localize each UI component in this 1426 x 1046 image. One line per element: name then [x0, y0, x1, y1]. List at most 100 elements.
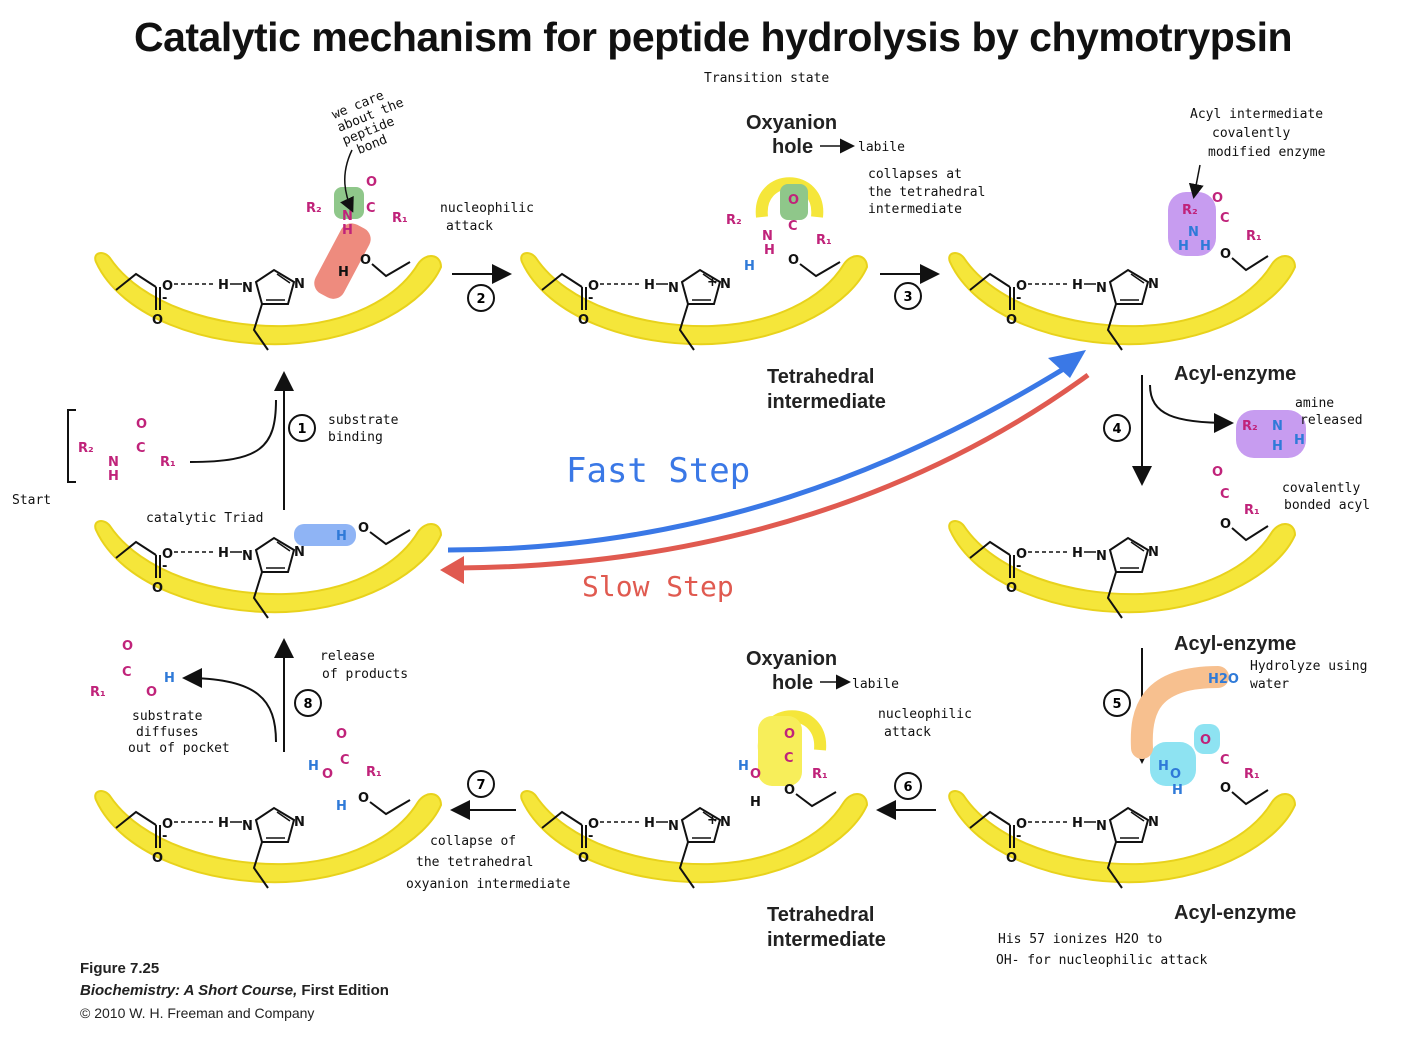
svg-text:R₂: R₂: [306, 201, 322, 216]
svg-text:H: H: [1172, 783, 1183, 798]
we-care-note: we care about the peptide bond: [330, 88, 406, 158]
nucleophilic-attack-1-line1: nucleophilic: [440, 201, 534, 216]
step-circle-4: 4: [1103, 414, 1131, 442]
svg-text:C: C: [1220, 487, 1230, 502]
svg-text:H: H: [342, 223, 353, 238]
svg-text:O: O: [122, 639, 133, 654]
his57-line1: His 57 ionizes H2O to: [998, 932, 1162, 947]
svg-text:C: C: [340, 753, 350, 768]
svg-text:7: 7: [476, 778, 485, 793]
svg-text:C: C: [1220, 211, 1230, 226]
step-circle-6: 6: [894, 772, 922, 800]
svg-text:R₁: R₁: [392, 211, 408, 226]
panel-acyl-enzyme-2: O C R₁ O: [948, 465, 1296, 619]
svg-text:H: H: [164, 671, 175, 686]
svg-text:R₁: R₁: [90, 685, 106, 700]
svg-text:C: C: [1220, 753, 1230, 768]
svg-text:O: O: [1220, 781, 1231, 796]
svg-text:H: H: [336, 799, 347, 814]
covalently-bonded-line1: covalently: [1282, 481, 1360, 496]
svg-text:4: 4: [1112, 422, 1121, 437]
svg-text:6: 6: [903, 780, 912, 795]
substrate-diffuses-line2: diffuses: [136, 725, 199, 740]
svg-text:C: C: [122, 665, 132, 680]
svg-text:O: O: [1220, 247, 1231, 262]
svg-text:R₂: R₂: [1182, 203, 1198, 218]
svg-text:1: 1: [297, 422, 306, 437]
step-circle-7: 7: [467, 770, 495, 798]
svg-text:C: C: [136, 441, 146, 456]
substrate-diffuses-line3: out of pocket: [128, 741, 230, 756]
svg-text:C: C: [788, 219, 798, 234]
svg-text:H: H: [1272, 439, 1283, 454]
fast-step-label: Fast Step: [566, 451, 750, 491]
hydrolyze-line2: water: [1250, 677, 1289, 692]
svg-text:N: N: [1188, 225, 1199, 240]
panel-tetrahedral-2: + H H O C O R₁ O: [520, 710, 868, 889]
nucleophilic-attack-2-line2: attack: [884, 725, 931, 740]
svg-text:H: H: [1294, 433, 1305, 448]
svg-text:O: O: [146, 685, 157, 700]
svg-text:3: 3: [903, 290, 912, 305]
svg-text:H: H: [1158, 759, 1169, 774]
release-products-line1: release: [320, 649, 375, 664]
svg-text:H: H: [764, 243, 775, 258]
transition-state-note: Transition state: [704, 71, 829, 86]
svg-text:O: O: [336, 727, 347, 742]
tetrahedral-1-line1: Tetrahedral: [767, 366, 874, 388]
amine-released-line1: amine: [1295, 396, 1334, 411]
catalytic-triad-note: catalytic Triad: [146, 511, 263, 526]
labile-1: labile: [858, 140, 905, 155]
free-substrate: R₂ N H C O R₁: [67, 409, 176, 484]
figure-credit: Figure 7.25 Biochemistry: A Short Course…: [80, 958, 389, 1024]
svg-text:O: O: [136, 417, 147, 432]
svg-text:O: O: [788, 253, 799, 268]
water-entry: [1130, 666, 1229, 759]
step-circle-1: 1: [288, 414, 316, 442]
nucleophilic-attack-2-line1: nucleophilic: [878, 707, 972, 722]
fast-step-arrow: [447, 362, 1072, 553]
acyl-intermediate-line1: Acyl intermediate: [1190, 107, 1323, 122]
step-circle-2: 2: [467, 284, 495, 312]
covalently-bonded-line2: bonded acyl: [1284, 498, 1370, 513]
water-label: H2O: [1208, 672, 1239, 687]
svg-text:O: O: [1170, 767, 1181, 782]
svg-text:O: O: [358, 521, 369, 536]
acyl-enzyme-label-1: Acyl-enzyme: [1174, 363, 1296, 385]
book-title: Biochemistry: A Short Course, First Edit…: [80, 982, 389, 999]
svg-text:N: N: [762, 229, 773, 244]
released-amine: R₂ N H H: [1236, 410, 1306, 458]
collapses-line3: intermediate: [868, 202, 962, 217]
nucleophilic-attack-1-line2: attack: [446, 219, 493, 234]
svg-text:+: +: [707, 813, 718, 828]
oxyanion-hole-1-line1: Oxyanion: [746, 112, 837, 134]
step-circle-3: 3: [894, 282, 922, 310]
panel-products: H O H O C O R₁: [94, 727, 443, 889]
svg-text:H: H: [738, 759, 749, 774]
svg-text:N: N: [342, 209, 353, 224]
svg-text:R₂: R₂: [726, 213, 742, 228]
svg-text:H: H: [336, 529, 347, 544]
tetrahedral-2-line1: Tetrahedral: [767, 904, 874, 926]
substrate-binding-line2: binding: [328, 430, 383, 445]
product-release-arrow: [182, 668, 277, 743]
svg-text:O: O: [784, 783, 795, 798]
svg-text:R₁: R₁: [812, 767, 828, 782]
acyl-intermediate-line3: modified enzyme: [1208, 145, 1326, 160]
amine-release-arrow: [1149, 384, 1234, 433]
svg-text:R₂: R₂: [78, 441, 94, 456]
substrate-binding-arrow: [189, 399, 277, 463]
svg-text:H: H: [108, 469, 119, 484]
svg-text:5: 5: [1112, 697, 1121, 712]
tetrahedral-2-line2: intermediate: [767, 929, 886, 951]
svg-text:O: O: [1212, 191, 1223, 206]
svg-text:R₁: R₁: [1246, 229, 1262, 244]
svg-text:O: O: [784, 727, 795, 742]
panel-tetrahedral-1: + H R₂ N H C O R₁ O: [520, 177, 868, 351]
amine-released-line2: released: [1300, 413, 1363, 428]
svg-text:8: 8: [303, 697, 312, 712]
oxyanion-hole-2-line1: Oxyanion: [746, 648, 837, 670]
hydrolyze-line1: Hydrolyze using: [1250, 659, 1367, 674]
svg-text:H: H: [750, 795, 761, 810]
